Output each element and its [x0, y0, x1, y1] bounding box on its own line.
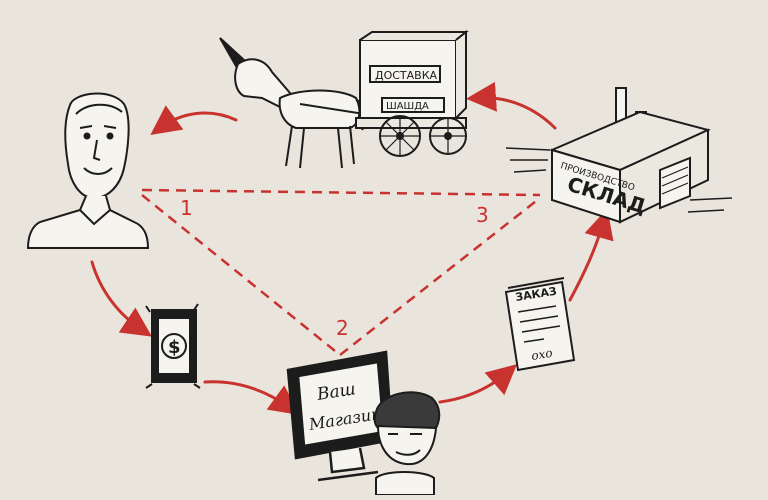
step-label-2: 2	[336, 316, 349, 340]
order-document-icon	[504, 277, 576, 372]
arrow-customer-to-money	[90, 260, 152, 337]
step-label-1: 1	[180, 196, 193, 220]
unicorn-cart-icon	[219, 29, 469, 169]
dashed-line-shop-warehouse	[339, 197, 541, 356]
money-symbol: $	[168, 337, 181, 358]
step-label-3: 3	[476, 203, 489, 227]
order-title-text: ЗАКАЗ	[514, 285, 557, 304]
order-xo-text: oxo	[530, 346, 553, 363]
delivery-brand-text: ШАШДА	[386, 101, 429, 112]
warehouse-icon	[505, 87, 733, 224]
arrow-shop-to-order	[438, 364, 518, 404]
dashed-line-customer-shop	[141, 194, 341, 356]
customer-icon	[26, 92, 150, 249]
arrow-money-to-shop	[203, 380, 300, 416]
arrow-order-to-warehouse	[568, 208, 614, 302]
cycle-arrows	[90, 81, 614, 416]
arrow-cart-to-customer	[150, 105, 238, 136]
delivery-sign-text: ДОСТАВКА	[375, 69, 438, 82]
dashed-line-customer-warehouse	[141, 188, 541, 197]
dashed-triangle	[141, 188, 541, 356]
shop-owner-icon	[373, 391, 441, 496]
banknote-icon	[145, 303, 201, 389]
arrow-warehouse-to-cart	[466, 81, 557, 130]
